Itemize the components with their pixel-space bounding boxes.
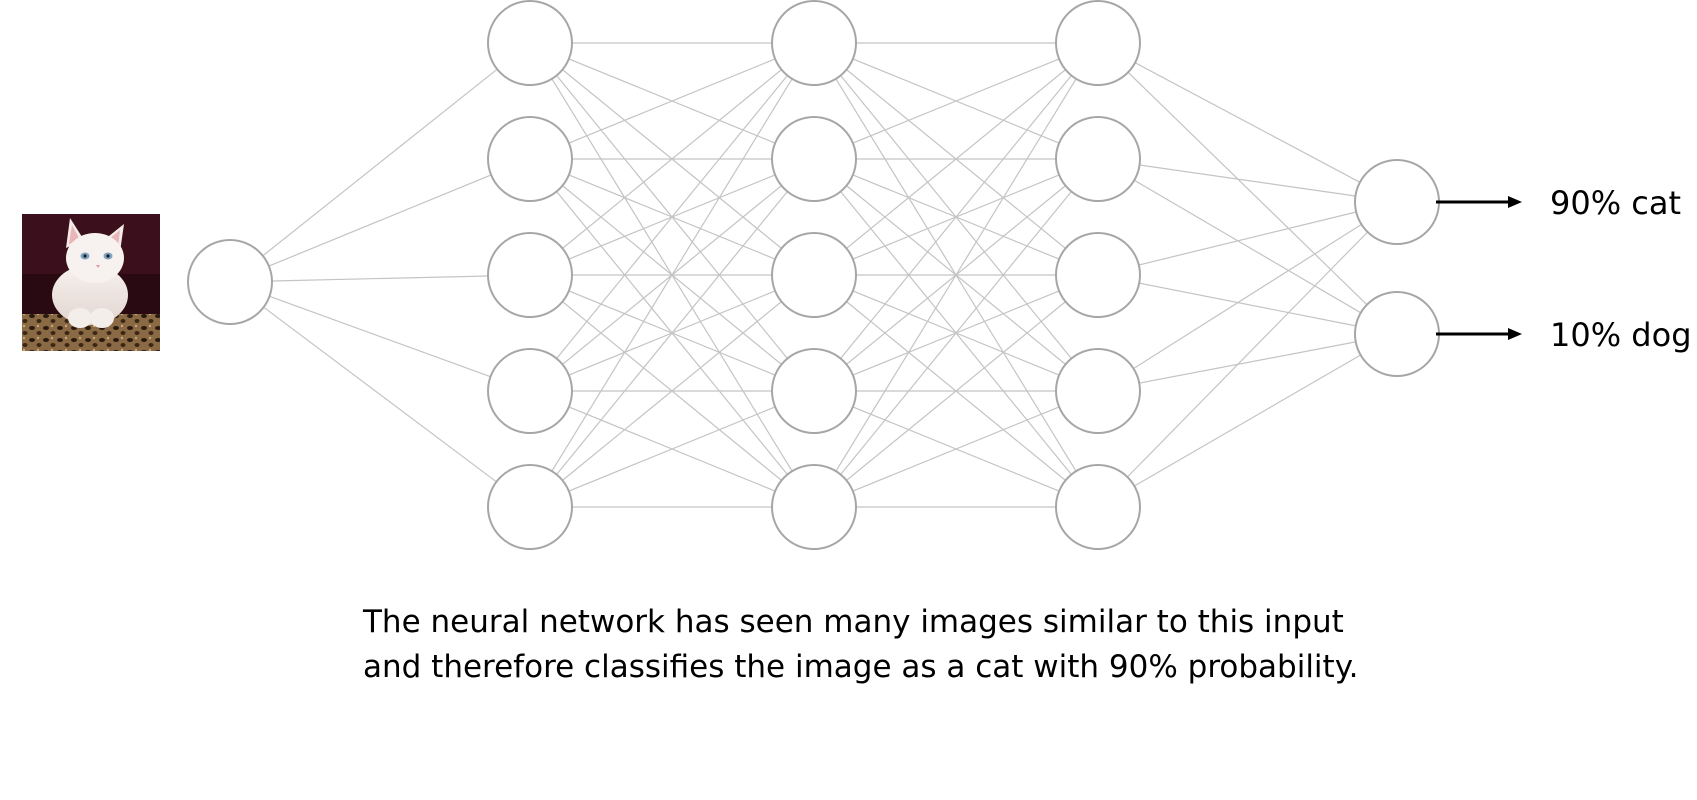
connection-l1-4-l2-0 bbox=[551, 78, 793, 472]
connection-l2-4-l3-1 bbox=[840, 191, 1072, 475]
connection-l0-0-l1-3 bbox=[269, 295, 491, 378]
connection-l2-1-l3-0 bbox=[852, 58, 1060, 144]
connection-l0-0-l1-4 bbox=[263, 306, 497, 483]
connection-l2-2-l3-0 bbox=[846, 69, 1066, 249]
output-neuron-layer4-1 bbox=[1354, 291, 1440, 377]
connection-l1-4-l2-3 bbox=[568, 406, 776, 492]
connection-l0-0-l1-0 bbox=[262, 68, 498, 257]
connection-l3-3-l4-1 bbox=[1139, 341, 1356, 384]
output-cat-arrowhead bbox=[1508, 196, 1522, 208]
hidden-neuron-layer2-3 bbox=[771, 348, 857, 434]
hidden-neuron-layer1-1 bbox=[487, 116, 573, 202]
neurons bbox=[187, 0, 1440, 550]
connection-l3-1-l4-1 bbox=[1133, 179, 1362, 314]
connection-l1-1-l2-0 bbox=[568, 58, 776, 144]
hidden-neuron-layer2-2 bbox=[771, 232, 857, 318]
connection-l1-2-l2-0 bbox=[562, 69, 782, 249]
connection-l3-3-l4-0 bbox=[1133, 223, 1362, 370]
caption-line-2: and therefore classifies the image as a … bbox=[363, 649, 1359, 685]
connection-l0-0-l1-1 bbox=[268, 174, 492, 267]
hidden-neuron-layer3-3 bbox=[1055, 348, 1141, 434]
hidden-neuron-layer3-4 bbox=[1055, 464, 1141, 550]
hidden-neuron-layer1-3 bbox=[487, 348, 573, 434]
hidden-neuron-layer3-2 bbox=[1055, 232, 1141, 318]
hidden-neuron-layer3-0 bbox=[1055, 0, 1141, 86]
connection-l0-0-l1-2 bbox=[271, 275, 489, 282]
input-neuron-layer0-0 bbox=[187, 239, 273, 325]
kitten-figure bbox=[52, 218, 128, 328]
output-cat: 90% cat bbox=[1436, 184, 1681, 222]
caption-line-1: The neural network has seen many images … bbox=[363, 604, 1344, 640]
output-dog-label: 10% dog bbox=[1550, 316, 1692, 354]
connection-l3-4-l4-0 bbox=[1126, 231, 1369, 478]
connection-l1-4-l2-2 bbox=[562, 301, 782, 481]
hidden-neuron-layer1-2 bbox=[487, 232, 573, 318]
hidden-neuron-layer2-1 bbox=[771, 116, 857, 202]
connection-l3-0-l4-1 bbox=[1127, 71, 1368, 306]
hidden-neuron-layer2-4 bbox=[771, 464, 857, 550]
hidden-neuron-layer1-0 bbox=[487, 0, 573, 86]
connection-l2-4-l3-0 bbox=[835, 78, 1077, 472]
connection-l3-2-l4-1 bbox=[1139, 282, 1356, 327]
connection-l2-3-l3-0 bbox=[840, 75, 1072, 359]
output-neuron-layer4-0 bbox=[1354, 159, 1440, 245]
hidden-neuron-layer2-0 bbox=[771, 0, 857, 86]
output-dog-arrowhead bbox=[1508, 328, 1522, 340]
connection-l2-4-l3-2 bbox=[846, 301, 1066, 481]
connection-l2-4-l3-3 bbox=[852, 406, 1060, 492]
output-cat-label: 90% cat bbox=[1550, 184, 1681, 222]
caption: The neural network has seen many images … bbox=[363, 600, 1363, 690]
hidden-neuron-layer3-1 bbox=[1055, 116, 1141, 202]
hidden-neuron-layer1-4 bbox=[487, 464, 573, 550]
connection-l3-0-l4-0 bbox=[1134, 62, 1361, 183]
connection-l3-1-l4-0 bbox=[1139, 164, 1356, 197]
output-dog: 10% dog bbox=[1436, 316, 1692, 354]
connection-l3-4-l4-1 bbox=[1134, 354, 1361, 487]
connections bbox=[262, 42, 1369, 508]
connection-l1-4-l2-1 bbox=[556, 191, 788, 475]
connection-l1-3-l2-0 bbox=[556, 75, 788, 359]
input-image bbox=[22, 214, 160, 351]
connection-l3-2-l4-0 bbox=[1138, 211, 1357, 266]
